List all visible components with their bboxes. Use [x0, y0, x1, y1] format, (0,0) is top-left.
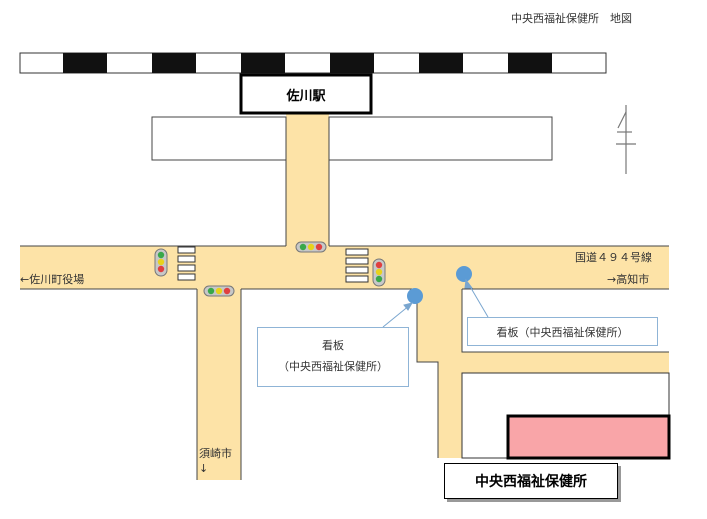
railway [19, 52, 607, 74]
callout-left-line1: 看板 [322, 339, 344, 353]
sign-callout-left: 看板 （中央西福祉保健所） [257, 327, 409, 387]
station-box [239, 73, 373, 115]
traffic-light-icon [295, 241, 327, 253]
traffic-light-icon [154, 248, 168, 277]
susaki-label: 須崎市 ↓ [199, 446, 232, 477]
crosswalk-icon [177, 246, 196, 281]
station-road [286, 114, 329, 246]
route-494-label: 国道４９４号線 [575, 251, 652, 264]
sign-marker-icon [407, 288, 423, 304]
station-plaza [151, 116, 553, 161]
sign-callout-right: 看板（中央西福祉保健所） [467, 317, 658, 346]
destination-building [506, 414, 671, 460]
crosswalk-icon [345, 248, 369, 283]
north-arrow-icon [616, 105, 636, 174]
side-road [417, 289, 669, 458]
route-494-road [20, 246, 669, 289]
traffic-light-icon [203, 285, 235, 297]
susaki-text: 須崎市 [199, 447, 232, 460]
station-label: 佐川駅 [286, 88, 326, 104]
susaki-road [197, 289, 241, 480]
map-title: 中央西福祉保健所 地図 [511, 12, 632, 25]
town-hall-label: ←佐川町役場 [20, 273, 85, 286]
callout-left-line2: （中央西福祉保健所） [278, 360, 388, 373]
kochi-label: →高知市 [607, 273, 650, 286]
callout-leaders [382, 278, 489, 328]
destination-label: 中央西福祉保健所 [444, 463, 618, 499]
callout-right-text: 看板（中央西福祉保健所） [496, 325, 629, 339]
traffic-light-icon [372, 258, 386, 287]
susaki-arrow: ↓ [199, 462, 209, 476]
roads [20, 114, 669, 480]
sign-marker-icon [456, 266, 472, 282]
